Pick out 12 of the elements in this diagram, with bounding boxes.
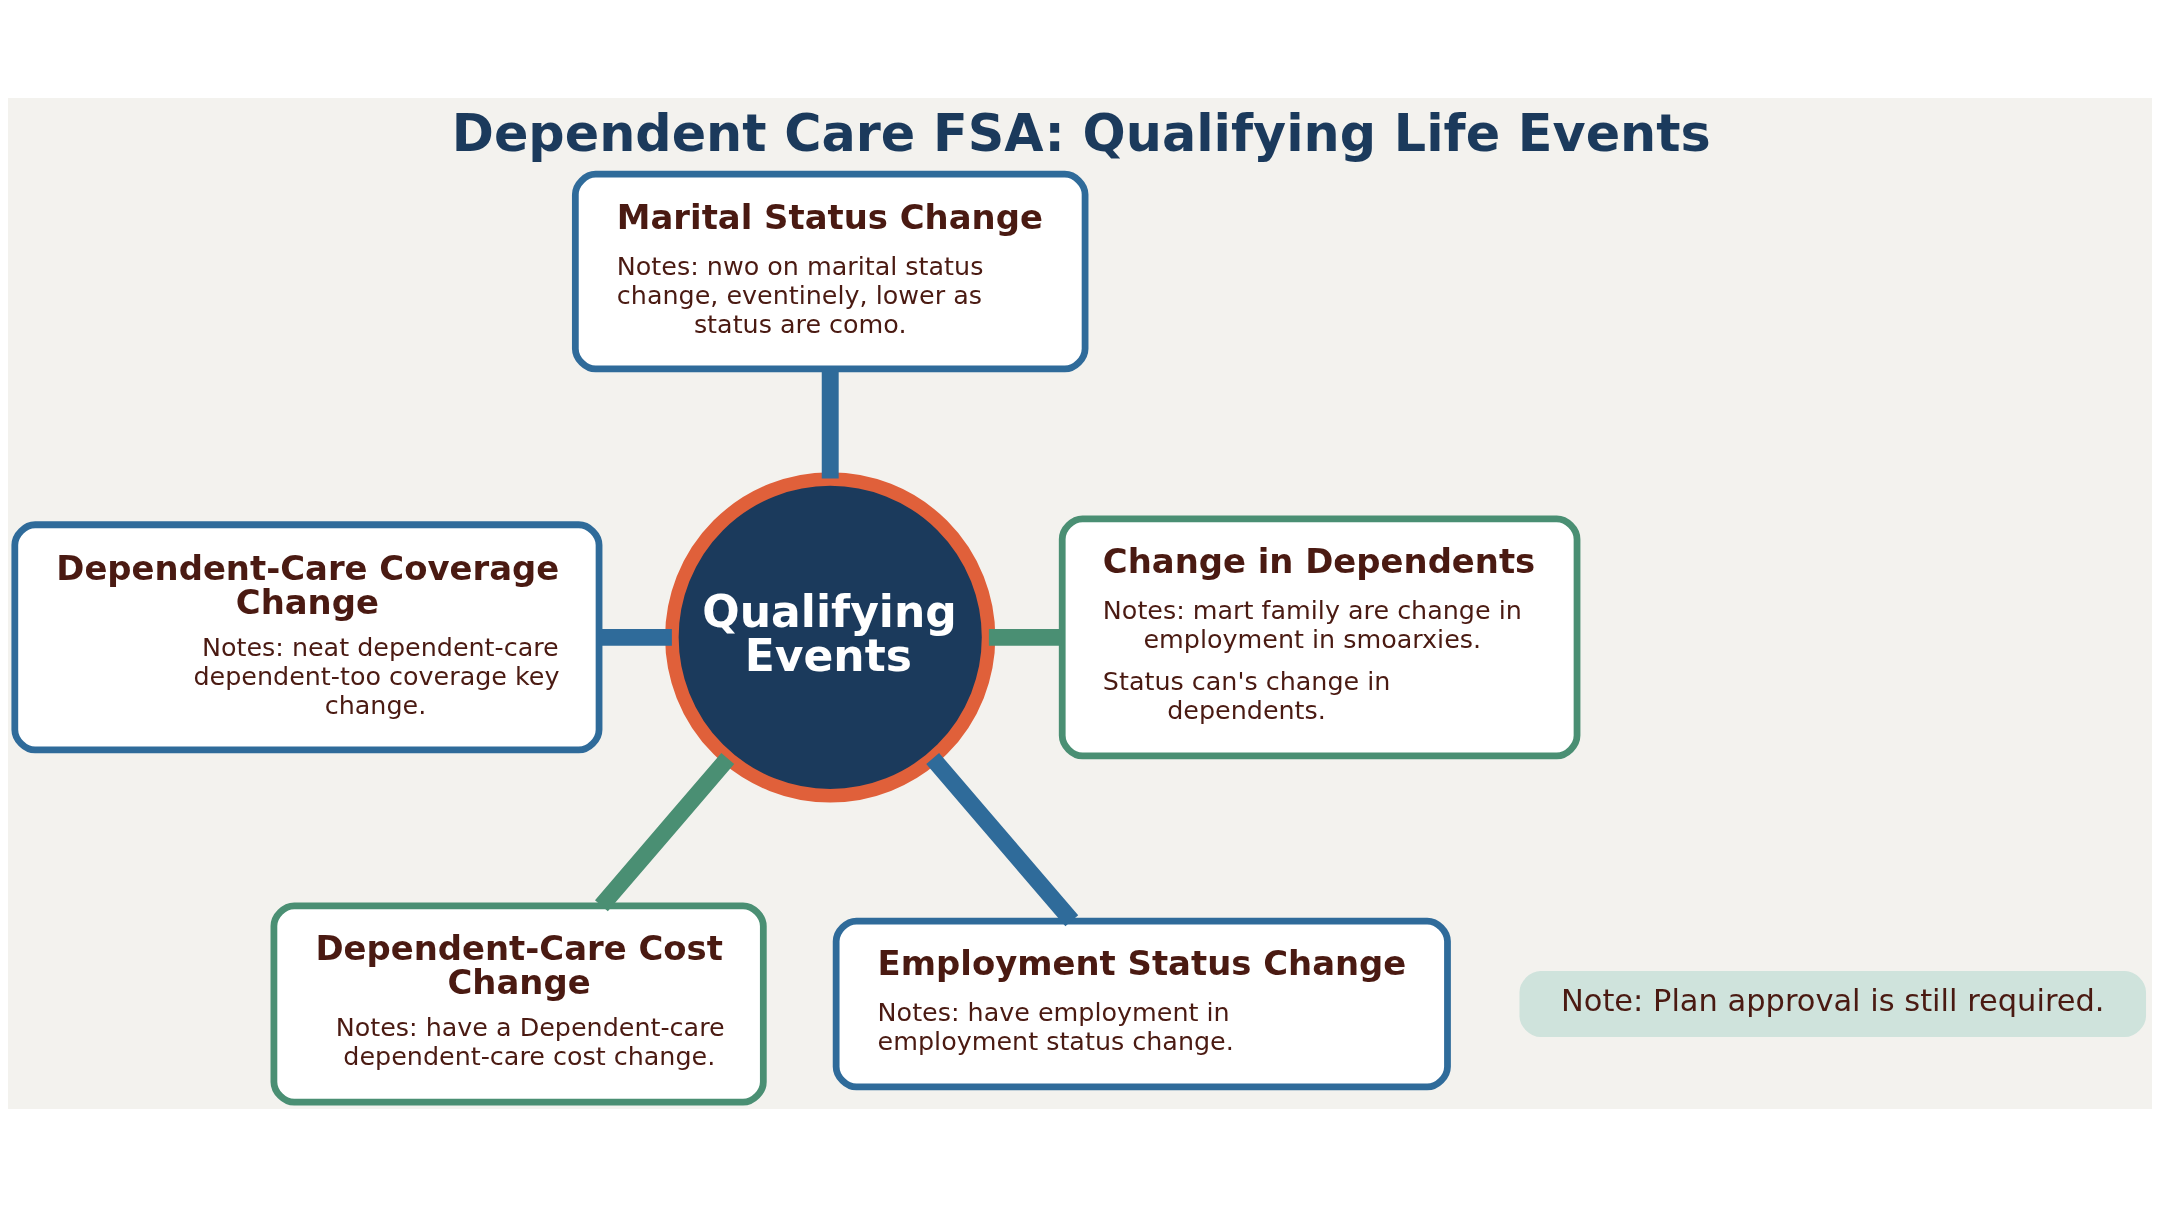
node-box: Marital Status Change Notes: nwo on marital status change, eventinely, lower as status are como. [571, 170, 1089, 372]
node-box: Employment Status Change Notes: have employment in employment status change. [832, 917, 1451, 1090]
connector [988, 628, 1062, 646]
connector [595, 752, 735, 911]
diagram-title: Dependent Care FSA: Qualifying Life Events [451, 103, 1711, 162]
node-box: Dependent-Care Cost Change Notes: have a Dependent-care dependent-care cost change. [270, 901, 767, 1106]
label: Note: Plan approval is still required. [1560, 982, 2105, 1018]
node-circle: Qualifying Events [665, 471, 996, 802]
node-box: Dependent-Care Coverage Change Notes: neat dependent-care dependent-too coverage key change. [11, 520, 603, 753]
connector [599, 628, 672, 646]
connector [926, 752, 1079, 926]
node-box: Change in Dependents Notes: mart family are change in employment in smoarxies. Status can's change in dependents. [1058, 514, 1581, 759]
